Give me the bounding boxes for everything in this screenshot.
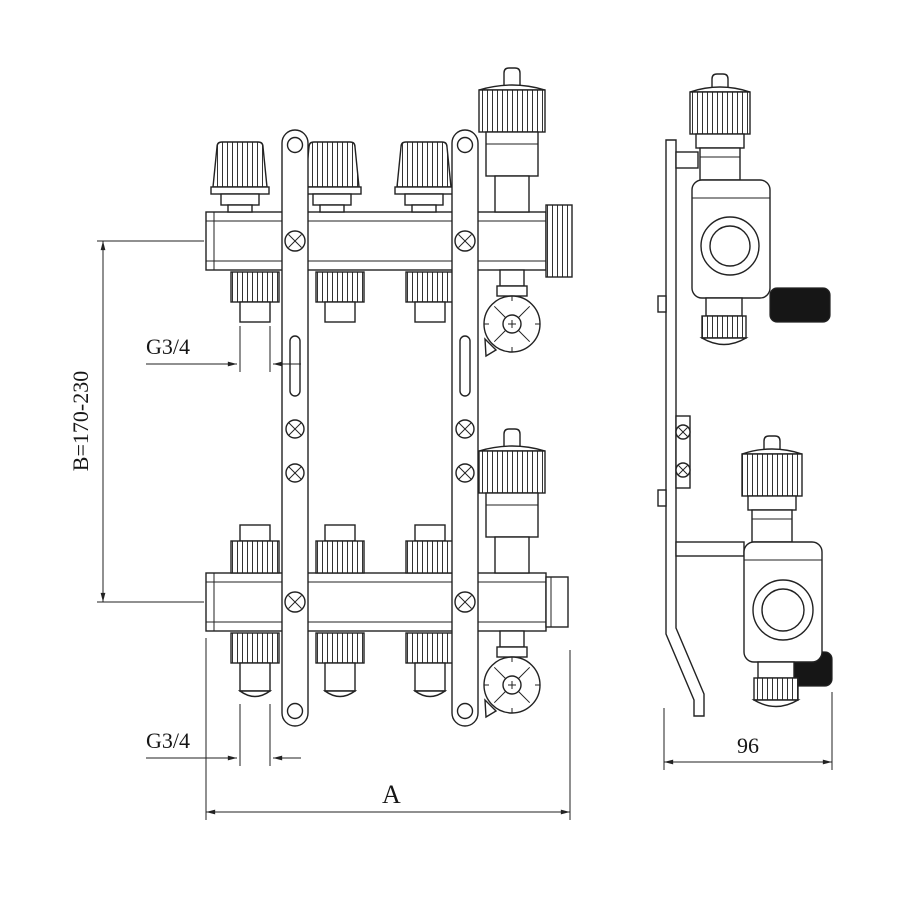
dimension-width: A [205, 638, 571, 820]
top-bar-end-cap [545, 204, 573, 278]
air-vent-top [478, 67, 546, 213]
dimension-label-thread-top: G3/4 [146, 334, 190, 359]
thermostatic-cap-2 [302, 141, 362, 213]
front-view [205, 67, 573, 727]
air-vent-middle [478, 428, 546, 574]
dimension-depth: 96 [663, 692, 833, 770]
mounting-bracket-left [281, 129, 309, 727]
side-drain-outlet-top [769, 287, 831, 323]
drain-valve-bottom [483, 630, 541, 719]
screw [455, 419, 475, 439]
bottom-manifold-bar [205, 572, 569, 632]
bracket-slot-right [459, 335, 471, 397]
side-bottom-valve-assembly [741, 435, 833, 708]
screw [454, 230, 476, 252]
outlet-nuts-top [230, 271, 455, 323]
dimension-height: B=170-230 [68, 240, 204, 603]
dimension-label-thread-bottom: G3/4 [146, 728, 190, 753]
dimension-label-height: B=170-230 [68, 371, 93, 471]
top-bar-body [205, 211, 547, 271]
dimension-thread-bottom: G3/4 [146, 704, 301, 766]
top-manifold-bar [205, 204, 573, 278]
bottom-bar-body [205, 572, 547, 632]
side-view [657, 73, 833, 717]
mounting-bracket-right [451, 129, 479, 727]
outlet-nuts-middle [230, 524, 455, 574]
thermostatic-cap-3 [394, 141, 454, 213]
drain-valve-top [483, 269, 541, 358]
screw [285, 463, 305, 483]
bracket-hole-top-left [286, 136, 304, 154]
bracket-hole-bottom-left [286, 702, 304, 720]
dimension-label-width: A [382, 780, 401, 809]
dimension-thread-top: G3/4 [146, 326, 301, 372]
screw [675, 424, 691, 440]
outlet-nuts-bottom [230, 632, 455, 698]
screw [284, 230, 306, 252]
screw [285, 419, 305, 439]
bracket-hole-top-right [456, 136, 474, 154]
screw [675, 462, 691, 478]
screw [455, 463, 475, 483]
thermostatic-cap-1 [210, 141, 270, 213]
side-wall-bracket [657, 139, 745, 717]
screw [454, 591, 476, 613]
screw [284, 591, 306, 613]
bottom-bar-end-cap [545, 576, 569, 628]
bracket-hole-bottom-right [456, 702, 474, 720]
side-top-valve-assembly [689, 73, 831, 346]
dimension-label-depth: 96 [737, 733, 759, 758]
bracket-slot-left [289, 335, 301, 397]
